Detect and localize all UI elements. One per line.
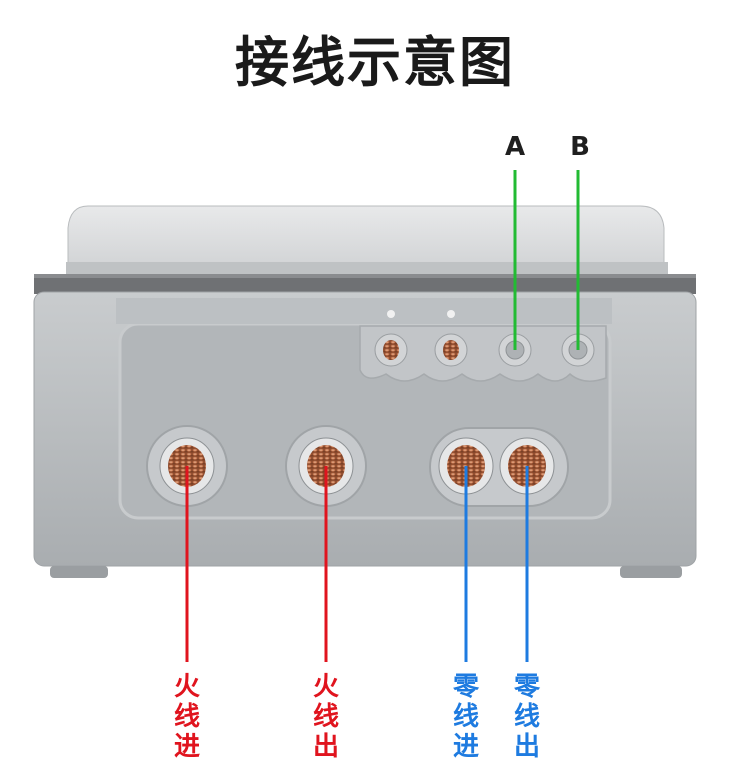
foot-left bbox=[50, 566, 108, 578]
small-terminal-bay bbox=[359, 325, 607, 382]
dark-band bbox=[34, 274, 696, 294]
terminal-a-label: A bbox=[504, 132, 526, 162]
small-terminal-1 bbox=[374, 333, 408, 367]
housing-top-edge bbox=[66, 262, 668, 274]
label-neutral-out: 零线出 bbox=[513, 672, 540, 762]
foot-right bbox=[620, 566, 682, 578]
label-live-in: 火线进 bbox=[173, 672, 200, 762]
page-title: 接线示意图 bbox=[235, 31, 515, 94]
terminal-b-label: B bbox=[570, 132, 590, 162]
label-neutral-in: 零线进 bbox=[452, 672, 479, 762]
label-live-out: 火线出 bbox=[312, 672, 339, 762]
terminal-neutral-pair bbox=[429, 427, 569, 507]
small-terminal-2 bbox=[434, 333, 468, 367]
